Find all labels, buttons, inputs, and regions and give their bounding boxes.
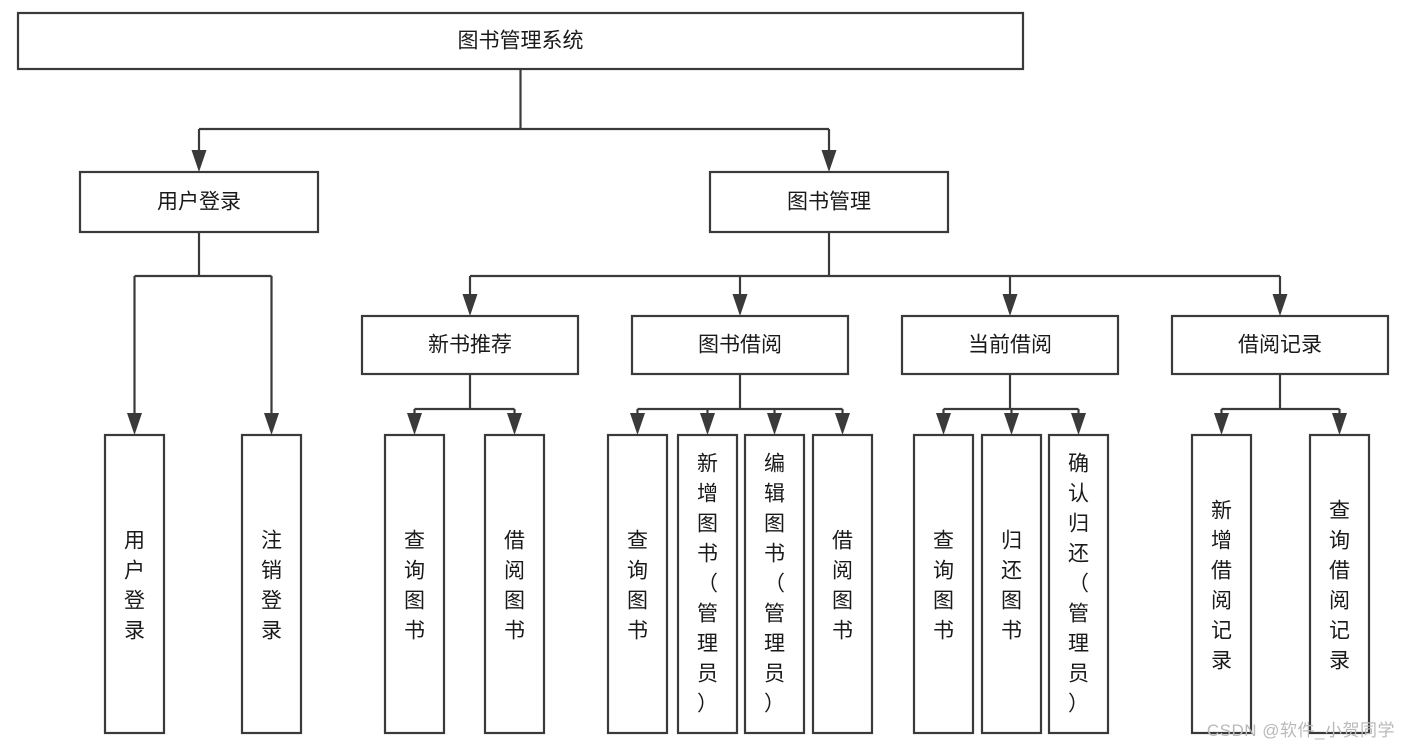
node-box: [1308, 433, 1371, 735]
node-box: [103, 433, 166, 735]
arrow-head-icon: [700, 413, 715, 435]
node-leaf-borrow-book-2[interactable]: 借阅图书: [811, 433, 874, 735]
arrow-head-icon: [1002, 294, 1018, 316]
node-box: [900, 314, 1120, 376]
arrow-head-icon: [1071, 413, 1086, 435]
arrow-head-icon: [1332, 413, 1347, 435]
node-label: 查询借阅记录: [1329, 499, 1350, 672]
node-label: 查询图书: [933, 529, 954, 642]
node-leaf-user-login[interactable]: 用户登录: [103, 433, 166, 735]
node-label: 归还图书: [1001, 529, 1022, 642]
node-box: [980, 433, 1043, 735]
watermark-label: CSDN @软件_小贺同学: [1206, 721, 1395, 740]
node-box: [676, 433, 739, 735]
node-borrow-record[interactable]: 借阅记录: [1170, 314, 1390, 376]
node-box: [1047, 433, 1110, 735]
arrow-head-icon: [835, 413, 850, 435]
node-book-borrow[interactable]: 图书借阅: [630, 314, 850, 376]
node-leaf-borrow-book-1[interactable]: 借阅图书: [483, 433, 546, 735]
node-label: 查询图书: [627, 529, 648, 642]
connector-layer: [127, 69, 1347, 435]
node-box: [811, 433, 874, 735]
arrow-head-icon: [936, 413, 951, 435]
node-leaf-confirm-return[interactable]: 确认归还（管理员）: [1047, 433, 1110, 735]
arrow-head-icon: [821, 150, 837, 172]
node-label: 编辑图书（管理员）: [764, 452, 785, 715]
node-leaf-add-book[interactable]: 新增图书（管理员）: [676, 433, 739, 735]
arrow-head-icon: [1214, 413, 1229, 435]
node-label: 当前借阅: [968, 334, 1052, 357]
node-label: 图书管理系统: [458, 30, 584, 53]
node-layer: 图书管理系统用户登录图书管理新书推荐图书借阅当前借阅借阅记录用户登录注销登录查询…: [16, 11, 1390, 735]
node-label: 图书借阅: [698, 334, 782, 357]
node-box: [743, 433, 806, 735]
node-label: 用户登录: [157, 191, 241, 214]
node-book-manage[interactable]: 图书管理: [708, 170, 950, 234]
node-box: [606, 433, 669, 735]
node-label: 用户登录: [124, 529, 145, 642]
node-leaf-edit-book[interactable]: 编辑图书（管理员）: [743, 433, 806, 735]
arrow-head-icon: [732, 294, 748, 316]
node-box: [383, 433, 446, 735]
node-new-book-rec[interactable]: 新书推荐: [360, 314, 580, 376]
node-label: 查询图书: [404, 529, 425, 642]
node-leaf-query-book-2[interactable]: 查询图书: [606, 433, 669, 735]
node-leaf-return-book[interactable]: 归还图书: [980, 433, 1043, 735]
node-box: [708, 170, 950, 234]
node-box: [16, 11, 1025, 71]
node-leaf-query-book-3[interactable]: 查询图书: [912, 433, 975, 735]
node-label: 新增图书（管理员）: [697, 452, 718, 715]
arrow-head-icon: [407, 413, 422, 435]
node-label: 确认归还（管理员）: [1068, 452, 1089, 715]
node-box: [483, 433, 546, 735]
node-label: 新书推荐: [428, 334, 512, 357]
node-box: [360, 314, 580, 376]
arrow-head-icon: [264, 413, 279, 435]
node-leaf-query-record[interactable]: 查询借阅记录: [1308, 433, 1371, 735]
node-leaf-logout[interactable]: 注销登录: [240, 433, 303, 735]
arrow-head-icon: [1004, 413, 1019, 435]
arrow-head-icon: [507, 413, 522, 435]
node-box: [78, 170, 320, 234]
node-leaf-query-book-1[interactable]: 查询图书: [383, 433, 446, 735]
arrow-head-icon: [462, 294, 478, 316]
node-root[interactable]: 图书管理系统: [16, 11, 1025, 71]
node-label: 新增借阅记录: [1211, 499, 1232, 672]
node-user-login[interactable]: 用户登录: [78, 170, 320, 234]
node-label: 图书管理: [787, 191, 871, 214]
arrow-head-icon: [127, 413, 142, 435]
node-box: [912, 433, 975, 735]
node-label: 借阅图书: [832, 529, 853, 642]
arrow-head-icon: [1272, 294, 1288, 316]
node-box: [1170, 314, 1390, 376]
arrow-head-icon: [630, 413, 645, 435]
node-box: [630, 314, 850, 376]
node-box: [240, 433, 303, 735]
node-current-borrow[interactable]: 当前借阅: [900, 314, 1120, 376]
node-label: 注销登录: [261, 529, 282, 642]
node-label: 借阅记录: [1238, 334, 1322, 357]
arrow-head-icon: [767, 413, 782, 435]
node-leaf-add-record[interactable]: 新增借阅记录: [1190, 433, 1253, 735]
arrow-head-icon: [191, 150, 207, 172]
node-label: 借阅图书: [504, 529, 525, 642]
node-box: [1190, 433, 1253, 735]
